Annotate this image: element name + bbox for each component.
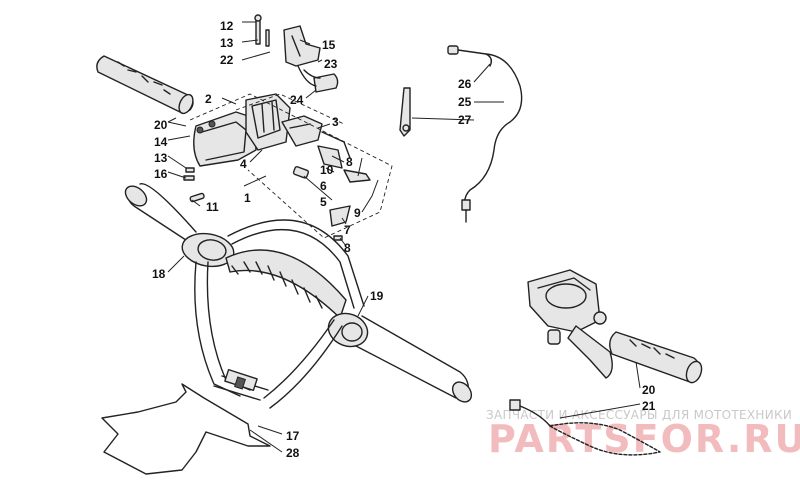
grip-heater-element (509, 399, 661, 456)
callout-2: 2 (205, 92, 212, 106)
callout-18: 18 (152, 267, 166, 281)
throttle-cable (447, 45, 523, 223)
callout-13-left: 13 (154, 151, 168, 165)
callout-22: 22 (220, 53, 234, 67)
callout-17: 17 (286, 429, 300, 443)
assembly-outline-top (235, 93, 345, 125)
callout-7: 7 (344, 223, 351, 237)
brake-bracket (254, 14, 339, 93)
callout-6: 6 (320, 179, 327, 193)
throttle-small-parts (183, 131, 371, 241)
callout-5: 5 (320, 195, 327, 209)
callout-15: 15 (322, 38, 336, 52)
callout-11: 11 (206, 200, 219, 214)
callout-10: 10 (320, 163, 334, 177)
callout-20-right: 20 (642, 383, 656, 397)
tether-key (399, 87, 411, 137)
callout-26: 26 (458, 77, 472, 91)
callout-numbers: 12 13 22 15 23 24 2 20 14 13 16 11 1 4 3… (152, 19, 656, 460)
right-grip (609, 331, 703, 384)
callout-24: 24 (290, 93, 304, 107)
callout-12: 12 (220, 19, 234, 33)
callout-14: 14 (154, 135, 168, 149)
callout-4: 4 (240, 157, 247, 171)
callout-25: 25 (458, 95, 472, 109)
handlebar (124, 183, 473, 409)
handlebar-pad (101, 383, 271, 475)
left-grip (96, 55, 194, 115)
assembly-outline (189, 93, 393, 239)
leader-lines (167, 21, 641, 453)
callout-20-left: 20 (154, 118, 168, 132)
callout-23: 23 (324, 57, 338, 71)
throttle-housing (193, 93, 323, 167)
callout-9: 9 (354, 206, 361, 220)
callout-27: 27 (458, 113, 472, 127)
callout-21: 21 (642, 399, 656, 413)
callout-28: 28 (286, 446, 300, 460)
callout-3: 3 (332, 115, 339, 129)
callout-1: 1 (244, 191, 251, 205)
callout-16: 16 (154, 167, 168, 181)
callout-13-top: 13 (220, 36, 234, 50)
callout-8-bottom: 8 (344, 241, 351, 255)
watermark-caption: ЗАПЧАСТИ И АКСЕССУАРЫ ДЛЯ МОТОТЕХНИКИ (486, 408, 792, 422)
callout-19: 19 (370, 289, 384, 303)
brake-master-cylinder (527, 269, 613, 379)
callout-8-top: 8 (346, 155, 353, 169)
